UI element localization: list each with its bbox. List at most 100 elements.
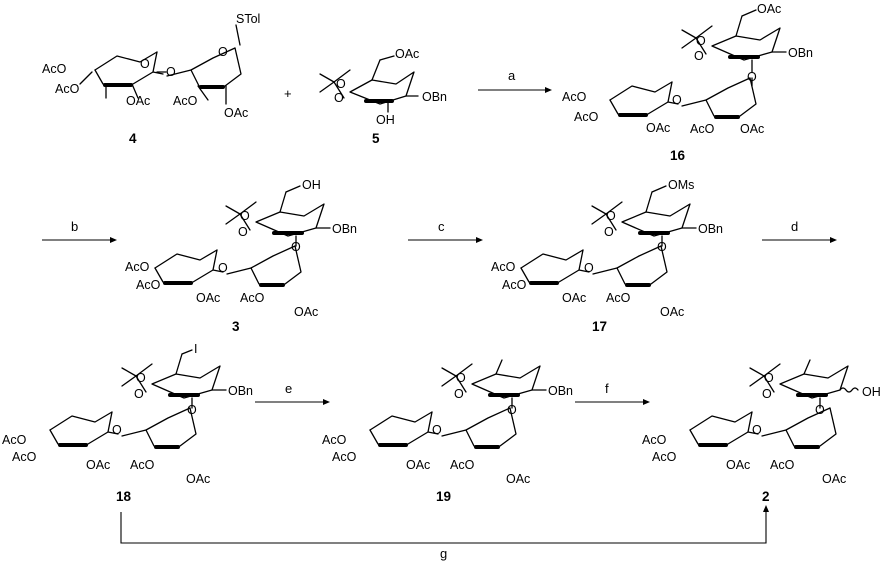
arrow-e-head — [323, 399, 330, 405]
compound-5-label: 5 — [372, 131, 380, 146]
c16-aco-1: AcO — [562, 90, 587, 104]
c4-oac-2: OAc — [224, 106, 248, 120]
c2-o-2: O — [762, 387, 772, 401]
c3-aco-2: AcO — [136, 278, 161, 292]
compound-19-structure — [368, 359, 547, 449]
compound-18-label: 18 — [116, 489, 132, 504]
c18-bridge-o: O — [112, 423, 122, 437]
arrow-g — [120, 512, 767, 544]
c4-ring-o-1: O — [140, 57, 150, 71]
c16-aco-2: AcO — [574, 110, 599, 124]
c18-iodo: I — [194, 342, 197, 356]
compound-2-label: 2 — [762, 489, 770, 504]
compound-16-structure — [608, 9, 787, 119]
c18-aco-1: AcO — [2, 433, 27, 447]
reagent-a: a — [508, 68, 516, 83]
c2-o-link: O — [815, 403, 825, 417]
c19-aco-2: AcO — [332, 450, 357, 464]
c16-o-2: O — [694, 49, 704, 63]
c4-stol: STol — [236, 12, 260, 26]
c3-obn: OBn — [332, 222, 357, 236]
c4-oac-1: OAc — [126, 94, 150, 108]
c3-o-2: O — [238, 225, 248, 239]
c18-aco-3: AcO — [130, 458, 155, 472]
c17-oms: OMs — [668, 178, 694, 192]
c3-aco-3: AcO — [240, 291, 265, 305]
c5-o-1: O — [336, 77, 346, 91]
reagent-g: g — [440, 546, 447, 561]
c19-o-2: O — [454, 387, 464, 401]
c3-bridge-o: O — [218, 261, 228, 275]
c17-aco-2: AcO — [502, 278, 527, 292]
c4-aco-3: AcO — [173, 94, 198, 108]
c16-bridge-o: O — [672, 93, 682, 107]
reagent-f: f — [605, 381, 609, 396]
c18-o-1: O — [136, 371, 146, 385]
c18-o-2: O — [134, 387, 144, 401]
c4-bridge-o: O — [166, 65, 176, 79]
c5-obn: OBn — [422, 90, 447, 104]
c19-aco-1: AcO — [322, 433, 347, 447]
compound-17-label: 17 — [592, 319, 607, 334]
arrow-a-head — [545, 87, 552, 93]
c19-aco-3: AcO — [450, 458, 475, 472]
c2-aco-1: AcO — [642, 433, 667, 447]
c17-aco-1: AcO — [491, 260, 516, 274]
c19-oac-2: OAc — [506, 472, 530, 486]
c17-o-2: O — [604, 225, 614, 239]
c16-o-1: O — [696, 34, 706, 48]
c19-oac-1: OAc — [406, 458, 430, 472]
compound-16-label: 16 — [670, 148, 686, 163]
c17-oac-1: OAc — [562, 291, 586, 305]
compound-4-structure — [79, 24, 243, 105]
c2-oac-2: OAc — [822, 472, 846, 486]
reagent-d: d — [791, 219, 798, 234]
compound-19-label: 19 — [436, 489, 451, 504]
c2-bridge-o: O — [752, 423, 762, 437]
c18-o-link: O — [187, 403, 197, 417]
c17-aco-3: AcO — [606, 291, 631, 305]
reagent-e: e — [285, 381, 292, 396]
c3-o-link: O — [291, 240, 301, 254]
c4-ring-o-2: O — [218, 45, 228, 59]
compound-5-structure — [319, 55, 419, 113]
c16-obn: OBn — [788, 46, 813, 60]
c17-obn: OBn — [698, 222, 723, 236]
c5-oac: OAc — [395, 47, 419, 61]
c17-oac-2: OAc — [660, 305, 684, 319]
c5-o-2: O — [334, 91, 344, 105]
c19-o-link: O — [507, 403, 517, 417]
c16-o-link: O — [747, 70, 757, 84]
reagent-c: c — [438, 219, 445, 234]
c2-o-1: O — [764, 371, 774, 385]
c19-o-1: O — [456, 371, 466, 385]
c3-o-1: O — [240, 209, 250, 223]
c19-obn: OBn — [548, 384, 573, 398]
c3-oac-1: OAc — [196, 291, 220, 305]
compound-4-label: 4 — [129, 131, 137, 146]
compound-18-structure — [48, 349, 227, 449]
c18-oac-1: OAc — [86, 458, 110, 472]
c2-oac-1: OAc — [726, 458, 750, 472]
c3-oac-2: OAc — [294, 305, 318, 319]
c16-oac-top: OAc — [757, 2, 781, 16]
c4-aco-1: AcO — [42, 62, 67, 76]
c5-oh: OH — [376, 113, 395, 127]
arrow-c-head — [476, 237, 483, 243]
arrow-g-head — [763, 505, 769, 512]
c2-aco-3: AcO — [770, 458, 795, 472]
reagent-b: b — [71, 219, 78, 234]
compound-17-structure — [519, 185, 697, 287]
arrow-d-head — [830, 237, 837, 243]
compound-3-structure — [153, 185, 331, 287]
c18-obn: OBn — [228, 384, 253, 398]
compound-3-label: 3 — [232, 319, 240, 334]
c18-aco-2: AcO — [12, 450, 37, 464]
c2-aco-2: AcO — [652, 450, 677, 464]
c16-oac-2: OAc — [740, 122, 764, 136]
c16-aco-3: AcO — [690, 122, 715, 136]
compound-2-structure — [688, 359, 859, 449]
arrow-b-head — [110, 237, 117, 243]
c3-aco-1: AcO — [125, 260, 150, 274]
